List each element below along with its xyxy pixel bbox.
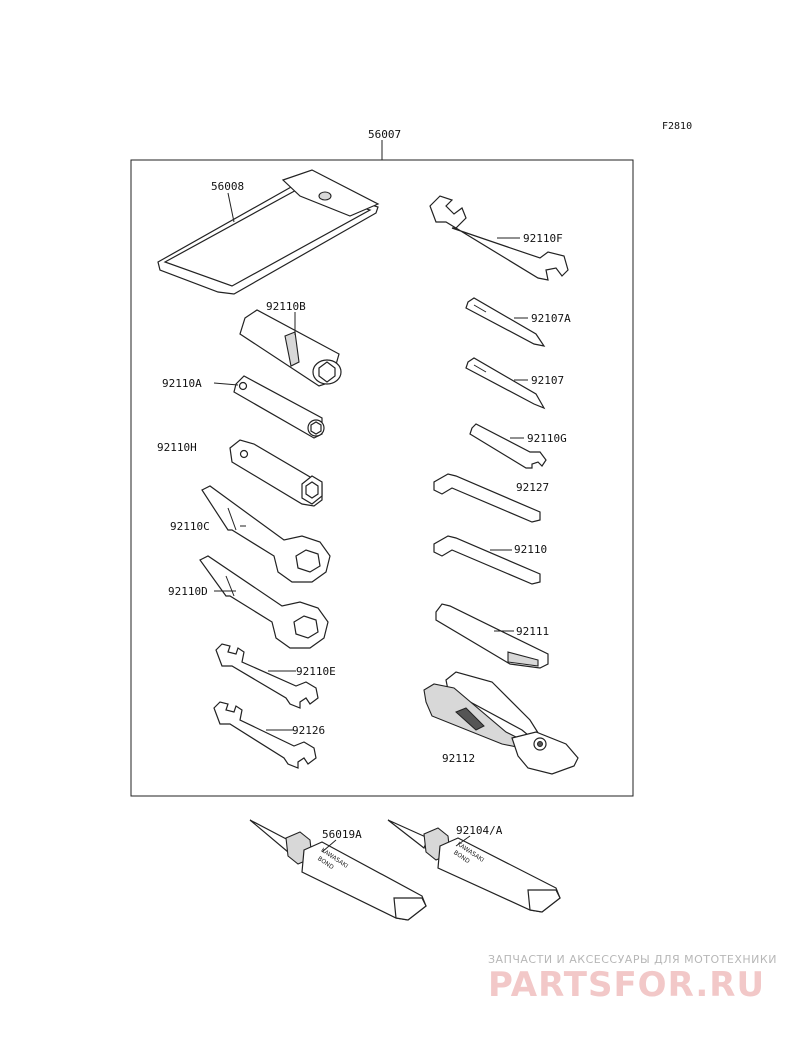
box-wrench-92110A <box>233 375 325 439</box>
diagram-code: F2810 <box>662 121 692 132</box>
label-56008: 56008 <box>211 180 244 193</box>
hex-key-92110 <box>433 535 541 585</box>
label-92107A: 92107A <box>531 312 571 325</box>
wrench-92110G <box>469 423 547 469</box>
label-92110: 92110 <box>514 543 547 556</box>
label-92110H: 92110H <box>157 441 197 454</box>
bond-tube-56019A: KAWASAKI BOND <box>249 819 427 921</box>
watermark-brand: PARTSFOR.RU <box>488 965 765 1005</box>
wrench-92126 <box>213 701 317 769</box>
socket-wrench-92110B <box>239 309 342 387</box>
label-92104A: 92104/A <box>456 824 503 837</box>
box-wrench-92110H <box>229 439 323 507</box>
hex-key-92127 <box>433 473 541 523</box>
extension-bar-92111 <box>435 603 549 669</box>
label-92110D: 92110D <box>168 585 208 598</box>
label-56007: 56007 <box>368 128 401 141</box>
label-56019A: 56019A <box>322 828 362 841</box>
label-92110B: 92110B <box>266 300 306 313</box>
wrench-92110F <box>429 195 569 281</box>
label-92110F: 92110F <box>523 232 563 245</box>
bond-tube-92104A: KAWASAKI BOND <box>387 819 561 913</box>
ring-wrench-92110D <box>199 555 329 649</box>
label-92110A: 92110A <box>162 377 202 390</box>
label-92110E: 92110E <box>296 665 336 678</box>
label-92112: 92112 <box>442 752 475 765</box>
label-92110G: 92110G <box>527 432 567 445</box>
label-92107: 92107 <box>531 374 564 387</box>
label-92110C: 92110C <box>170 520 210 533</box>
screwdriver-92107 <box>465 357 546 410</box>
wrench-92110E <box>215 643 319 709</box>
tool-bag-56008 <box>157 169 380 295</box>
label-92111: 92111 <box>516 625 549 638</box>
screwdriver-92107A <box>465 297 546 347</box>
label-92127: 92127 <box>516 481 549 494</box>
pliers-92112 <box>423 671 579 775</box>
watermark-tagline: ЗАПЧАСТИ И АКСЕССУАРЫ ДЛЯ МОТОТЕХНИКИ <box>488 953 777 966</box>
label-92126: 92126 <box>292 724 325 737</box>
ring-wrench-92110C <box>201 485 331 583</box>
